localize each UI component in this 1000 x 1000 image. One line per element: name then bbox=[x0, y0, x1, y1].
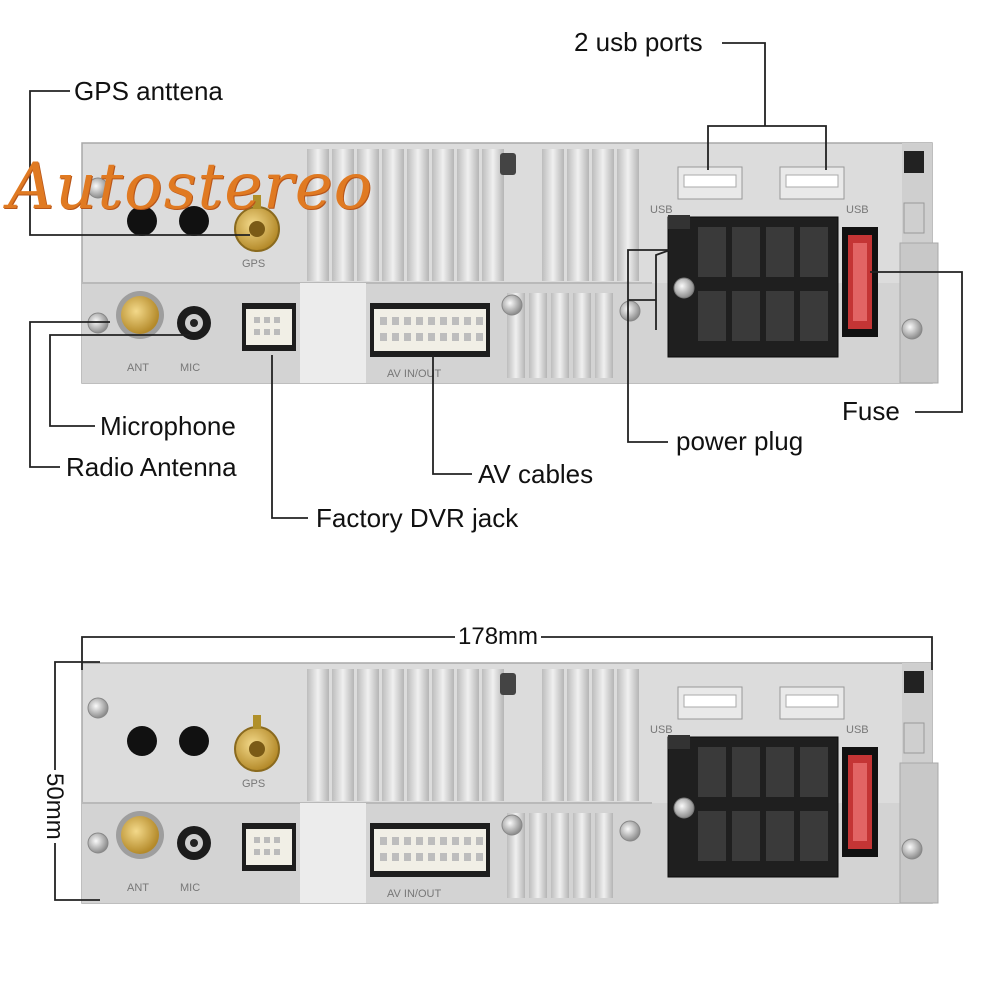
bottom-unit-rear-panel bbox=[81, 662, 939, 904]
brand-watermark: Autostereo bbox=[8, 150, 374, 224]
label-usb-ports: 2 usb ports bbox=[574, 27, 703, 57]
label-factory-dvr-jack: Factory DVR jack bbox=[316, 503, 519, 533]
label-fuse: Fuse bbox=[842, 396, 900, 426]
dimension-width: 178mm bbox=[455, 625, 542, 649]
label-av-cables: AV cables bbox=[478, 459, 594, 489]
label-microphone: Microphone bbox=[100, 411, 236, 441]
label-gps-antenna: GPS anttena bbox=[74, 76, 223, 106]
callout-lines bbox=[29, 42, 963, 519]
label-radio-antenna: Radio Antenna bbox=[66, 452, 237, 482]
dimension-height: 50mm bbox=[41, 770, 68, 843]
label-power-plug: power plug bbox=[676, 426, 804, 456]
